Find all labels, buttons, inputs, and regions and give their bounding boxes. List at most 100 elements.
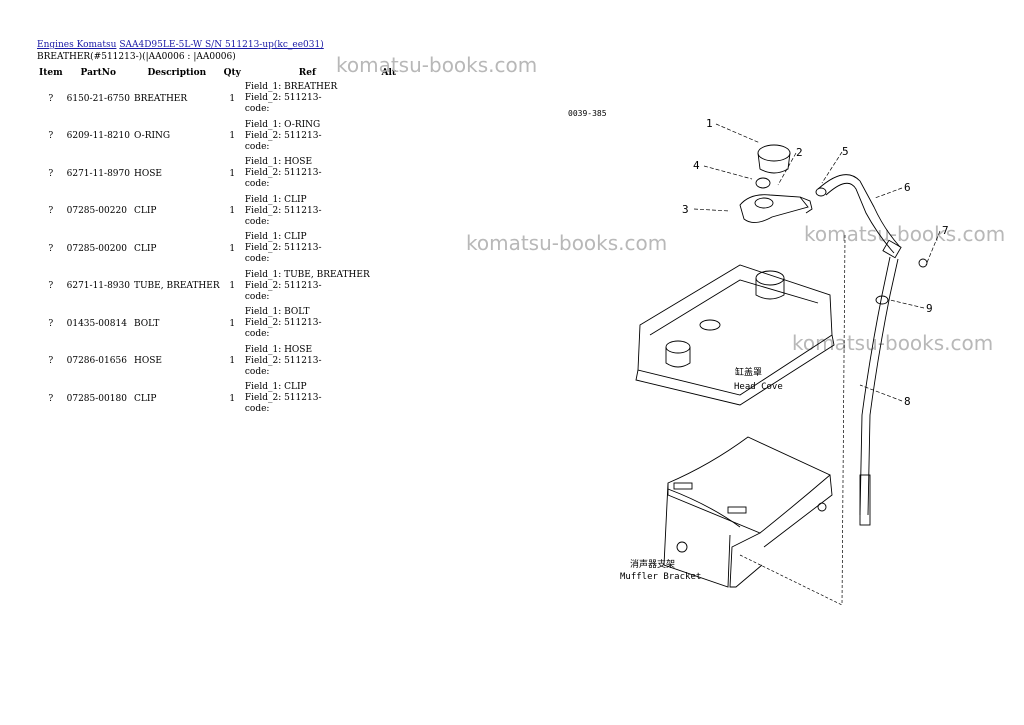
cell-alt — [372, 305, 406, 343]
cell-qty: 1 — [229, 168, 236, 179]
watermark: komatsu-books.com — [336, 53, 538, 77]
cell-item: ? — [48, 393, 54, 404]
callout-3: 3 — [682, 203, 689, 216]
header-alt: Alt — [381, 68, 397, 78]
ref-line: code: — [244, 141, 270, 152]
ref-line: code: — [244, 291, 270, 302]
cell-alt — [372, 268, 406, 306]
ref-line: Field_1: TUBE, BREATHER — [244, 269, 370, 280]
header-item: Item — [39, 68, 63, 78]
page-subtitle: BREATHER(#511213-)(|AA0006 : |AA0006) — [37, 52, 236, 62]
ref-line: Field_2: 511213- — [244, 318, 322, 329]
cell-item: ? — [48, 206, 54, 217]
ref-line: Field_1: CLIP — [244, 382, 307, 393]
ref-line: code: — [244, 104, 270, 115]
muffler-label-cn: 消声器支架 — [630, 558, 675, 570]
head-cover-label-cn: 缸盖罩 — [735, 366, 762, 378]
table-header-row: Item PartNo Description Qty Ref Alt — [37, 66, 406, 80]
cell-description: BREATHER — [133, 93, 188, 104]
parts-diagram: 0039-385 1 2 3 4 5 6 7 8 9 — [568, 109, 949, 606]
cell-description: CLIP — [133, 243, 157, 254]
header-qty: Qty — [223, 68, 241, 78]
cell-partno: 07286-01656 — [66, 356, 127, 367]
cell-item: ? — [48, 356, 54, 367]
ref-line: Field_1: O-RING — [244, 119, 321, 130]
ref-line: code: — [244, 329, 270, 340]
cell-partno: 01435-00814 — [66, 318, 127, 329]
cell-alt — [372, 343, 406, 381]
parts-table: Item PartNo Description Qty Ref Alt ? 615… — [37, 66, 406, 418]
header-ref: Ref — [298, 68, 316, 78]
cell-qty: 1 — [229, 318, 236, 329]
callout-5: 5 — [842, 145, 849, 158]
watermark: komatsu-books.com — [466, 231, 668, 255]
cell-partno: 6271-11-8970 — [66, 168, 130, 179]
cell-description: CLIP — [133, 393, 157, 404]
cell-qty: 1 — [229, 93, 236, 104]
cell-item: ? — [48, 281, 54, 292]
ref-line: Field_1: CLIP — [244, 194, 307, 205]
cell-partno: 07285-00220 — [66, 206, 127, 217]
ref-line: Field_2: 511213- — [244, 393, 322, 404]
cell-partno: 6209-11-8210 — [66, 131, 130, 142]
ref-line: code: — [244, 254, 270, 265]
ref-line: code: — [244, 216, 270, 227]
cell-item: ? — [48, 318, 54, 329]
cell-qty: 1 — [229, 131, 236, 142]
callout-7: 7 — [942, 224, 949, 237]
watermark: komatsu-books.com — [792, 331, 994, 355]
cell-qty: 1 — [229, 356, 236, 367]
ref-line: Field_1: HOSE — [244, 344, 313, 355]
cell-qty: 1 — [229, 243, 236, 254]
watermark: komatsu-books.com — [804, 222, 1006, 246]
breadcrumb-link-engines[interactable]: Engines Komatsu — [37, 40, 117, 50]
cell-item: ? — [48, 131, 54, 142]
cell-partno: 07285-00180 — [66, 393, 127, 404]
header-partno: PartNo — [80, 68, 117, 78]
cell-description: O-RING — [133, 131, 171, 142]
ref-line: Field_2: 511213- — [244, 130, 322, 141]
cell-qty: 1 — [229, 393, 236, 404]
cell-qty: 1 — [229, 281, 236, 292]
ref-line: Field_1: BREATHER — [244, 82, 338, 93]
header-description: Description — [147, 68, 207, 78]
callout-1: 1 — [706, 117, 713, 130]
cell-description: TUBE, BREATHER — [133, 281, 220, 292]
cell-description: HOSE — [133, 356, 162, 367]
cell-partno: 07285-00200 — [66, 243, 127, 254]
cell-alt — [372, 155, 406, 193]
ref-line: code: — [244, 404, 270, 415]
callout-8: 8 — [904, 395, 911, 408]
cell-alt — [372, 193, 406, 231]
cell-partno: 6150-21-6750 — [66, 93, 130, 104]
callout-2: 2 — [796, 146, 803, 159]
cell-item: ? — [48, 93, 54, 104]
ref-line: Field_1: HOSE — [244, 157, 313, 168]
callout-4: 4 — [693, 159, 700, 172]
ref-line: Field_1: CLIP — [244, 232, 307, 243]
cell-alt — [372, 80, 406, 118]
ref-line: Field_2: 511213- — [244, 168, 322, 179]
breadcrumb-link-model[interactable]: SAA4D95LE-5L-W S/N 511213-up(kc_ee031) — [119, 40, 324, 50]
cell-alt — [372, 380, 406, 418]
ref-line: Field_1: BOLT — [244, 307, 310, 318]
cell-partno: 6271-11-8930 — [66, 281, 130, 292]
ref-line: code: — [244, 179, 270, 190]
